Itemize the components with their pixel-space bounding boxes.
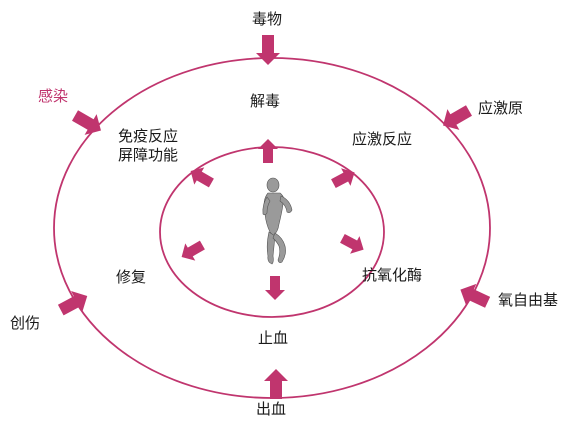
label-toxin: 毒物 [252, 10, 283, 28]
label-infection: 感染 [38, 87, 69, 105]
label-immune-response: 免疫反应 [118, 127, 179, 145]
label-detox: 解毒 [250, 92, 281, 110]
label-trauma: 创伤 [10, 314, 41, 332]
arrow-icon-incoming-upper-left [72, 110, 101, 135]
arrow-icon-outgoing-lower-left [181, 240, 205, 261]
arrow-icon-outgoing-upper-left [190, 167, 214, 188]
arrow-icon-outgoing-top [258, 139, 278, 163]
label-free-radical: 氧自由基 [498, 291, 559, 309]
arrow-icon-incoming-lower-left [57, 290, 88, 316]
arrow-icon-incoming-top [256, 35, 280, 65]
arrow-icon-incoming-upper-right [443, 105, 472, 130]
label-repair: 修复 [116, 268, 147, 286]
arrow-icon-outgoing-upper-right [331, 168, 355, 189]
label-bleeding: 出血 [256, 400, 287, 418]
label-immune-barrier: 免疫反应 屏障功能 [118, 127, 178, 165]
arrow-icon-incoming-lower-right [460, 283, 491, 308]
label-stress-response: 应激反应 [352, 130, 413, 148]
arrow-icon-outgoing-bottom [265, 276, 285, 300]
human-body-icon [262, 177, 293, 265]
label-hemostasis: 止血 [258, 329, 289, 347]
label-antioxidant-enzyme: 抗氧化酶 [362, 266, 423, 284]
label-barrier-function: 屏障功能 [118, 145, 179, 164]
arrow-icon-outgoing-lower-right [340, 233, 364, 254]
label-stressor: 应激原 [478, 99, 524, 117]
arrow-icon-incoming-bottom [264, 369, 288, 399]
